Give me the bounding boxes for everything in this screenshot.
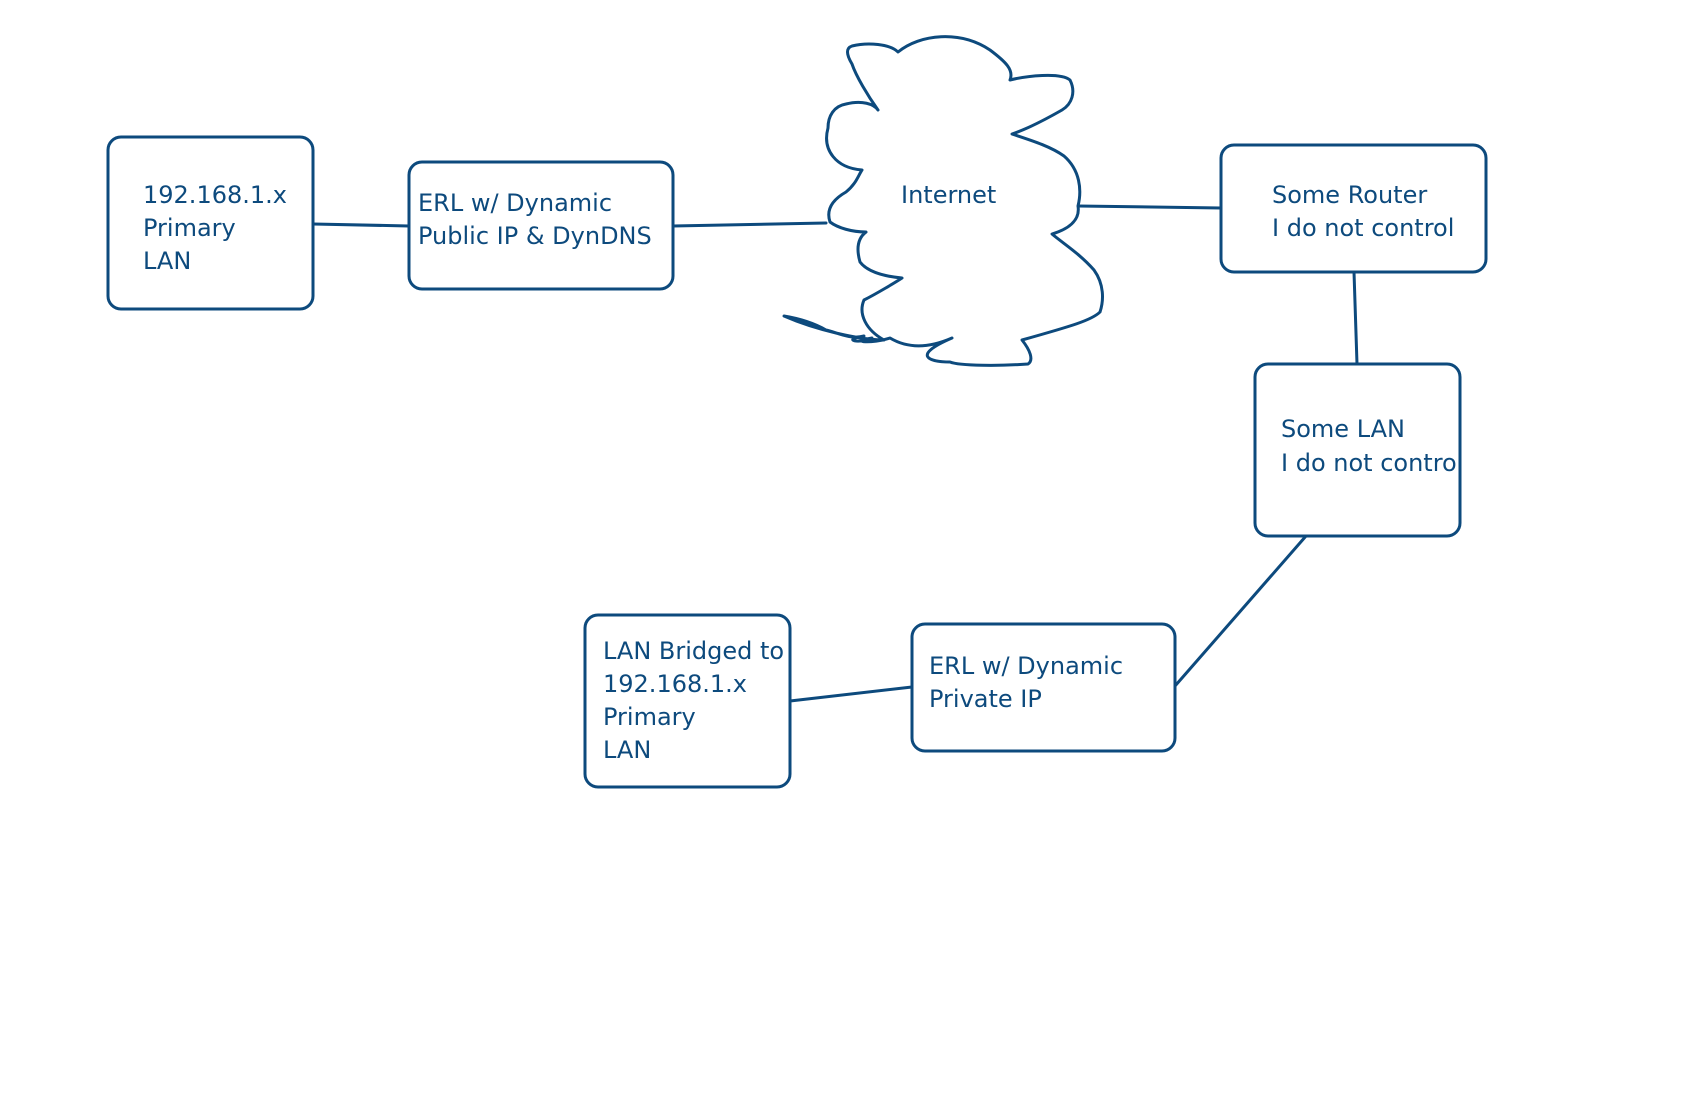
node-erl-public-line-1: ERL w/ Dynamic [418, 189, 612, 217]
node-some-router-box [1219, 143, 1488, 274]
node-erl-public-label: ERL w/ Dynamic Public IP & DynDNS [418, 189, 652, 250]
node-erl-private-line-1: ERL w/ Dynamic [929, 652, 1123, 680]
node-internet: Internet [782, 35, 1104, 367]
node-primary-lan-line-2: Primary [143, 214, 236, 242]
node-erl-public-line-2: Public IP & DynDNS [418, 222, 652, 250]
node-some-router: Some Router I do not control [1219, 143, 1488, 274]
node-bridged-lan-box [583, 613, 792, 789]
node-erl-public-box [407, 160, 675, 291]
link-some-lan-to-erl-private [1173, 534, 1308, 688]
node-some-lan: Some LAN I do not control [1253, 362, 1463, 538]
cloud-icon [782, 35, 1104, 367]
node-some-lan-line-2: I do not control [1281, 449, 1463, 477]
node-bridged-lan-line-3: Primary [603, 703, 696, 731]
node-bridged-lan-label: LAN Bridged to 192.168.1.x Primary LAN [603, 637, 792, 764]
connector-lines [311, 204, 1359, 703]
node-bridged-lan-line-4: LAN [603, 736, 651, 764]
node-internet-label: Internet [901, 181, 996, 209]
link-internet-to-some-router [1076, 204, 1223, 210]
link-primary-lan-to-erl-public [311, 222, 411, 228]
node-erl-private-line-2: Private IP [929, 685, 1042, 713]
link-some-router-to-some-lan [1352, 270, 1359, 366]
link-erl-public-to-internet [671, 221, 828, 228]
node-internet-line-1: Internet [901, 181, 996, 209]
node-erl-private-label: ERL w/ Dynamic Private IP [929, 652, 1131, 713]
node-bridged-lan-line-1: LAN Bridged to [603, 637, 784, 665]
node-some-router-line-1: Some Router [1272, 181, 1427, 209]
node-primary-lan-line-1: 192.168.1.x [143, 181, 287, 209]
node-some-router-line-2: I do not control [1272, 214, 1454, 242]
node-bridged-lan: LAN Bridged to 192.168.1.x Primary LAN [583, 613, 792, 789]
node-some-lan-label: Some LAN I do not control [1281, 415, 1463, 477]
node-some-lan-box [1253, 362, 1462, 538]
node-some-router-label: Some Router I do not control [1272, 181, 1454, 242]
link-erl-private-to-bridged-lan [788, 685, 914, 703]
node-primary-lan-label: 192.168.1.x Primary LAN [143, 181, 295, 275]
node-erl-private-box [910, 622, 1177, 753]
node-erl-public: ERL w/ Dynamic Public IP & DynDNS [407, 160, 675, 291]
node-primary-lan-line-3: LAN [143, 247, 191, 275]
node-bridged-lan-line-2: 192.168.1.x [603, 670, 747, 698]
node-primary-lan: 192.168.1.x Primary LAN [106, 135, 315, 311]
node-primary-lan-box [106, 135, 315, 311]
node-erl-private: ERL w/ Dynamic Private IP [910, 622, 1177, 753]
node-some-lan-line-1: Some LAN [1281, 415, 1405, 443]
